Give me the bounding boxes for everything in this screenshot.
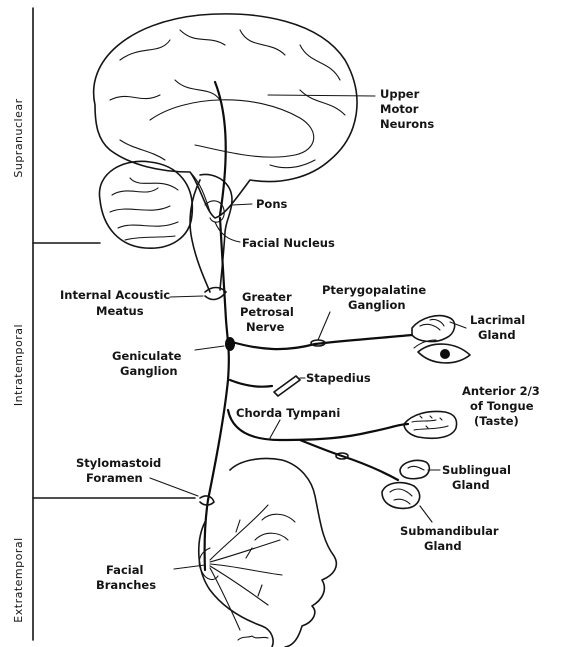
label-chorda-tympani: Chorda Tympani — [236, 406, 340, 420]
label-stapedius: Stapedius — [306, 371, 371, 385]
submandibular-gland — [382, 483, 432, 522]
label-pterygopalatine-2: Ganglion — [348, 298, 406, 312]
section-label-extratemporal: Extratemporal — [12, 537, 25, 622]
label-stylomastoid-1: Stylomastoid — [76, 456, 161, 470]
upper-motor-leader — [268, 95, 375, 96]
stapedius-branch — [230, 380, 272, 387]
greater-petrosal-nerve — [232, 335, 412, 349]
label-greater-petrosal-3: Nerve — [246, 320, 285, 334]
submandibular-branch — [300, 440, 398, 480]
label-geniculate-1: Geniculate — [112, 349, 182, 363]
label-upper-motor-3: Neurons — [380, 117, 434, 131]
section-label-intratemporal: Intratemporal — [12, 324, 25, 406]
label-upper-motor-2: Motor — [380, 102, 419, 116]
brain-illustration — [94, 14, 357, 218]
label-greater-petrosal-2: Petrosal — [240, 305, 294, 319]
face-profile-illustration — [199, 458, 337, 647]
label-greater-petrosal-1: Greater — [242, 290, 292, 304]
eye-illustration — [414, 340, 470, 363]
label-lacrimal-1: Lacrimal — [470, 313, 525, 327]
section-axis — [33, 8, 195, 640]
label-anterior-3: (Taste) — [474, 414, 519, 428]
label-geniculate-2: Ganglion — [120, 364, 178, 378]
label-submandibular-1: Submandibular — [400, 524, 499, 538]
internal-acoustic-meatus-marker — [205, 288, 226, 300]
lacrimal-gland — [412, 316, 466, 342]
cerebellum-illustration — [99, 161, 192, 248]
upper-motor-pathway — [215, 82, 226, 215]
label-submandibular-2: Gland — [424, 539, 462, 553]
label-pterygopalatine-1: Pterygopalatine — [322, 283, 426, 297]
label-sublingual-2: Gland — [452, 478, 490, 492]
label-facial-branches-1: Facial — [106, 563, 143, 577]
label-lacrimal-2: Gland — [478, 328, 516, 342]
facial-nerve-trunk — [205, 218, 229, 570]
label-internal-acoustic-2: Meatus — [96, 304, 144, 318]
facial-nucleus-leader — [215, 222, 240, 242]
label-facial-branches-2: Branches — [96, 578, 156, 592]
label-anterior-1: Anterior 2/3 — [462, 384, 540, 398]
label-internal-acoustic-1: Internal Acoustic — [60, 288, 170, 302]
brainstem-illustration — [190, 174, 232, 292]
label-upper-motor-1: Upper — [380, 87, 420, 101]
label-facial-nucleus: Facial Nucleus — [242, 236, 335, 250]
stapedius-muscle — [274, 376, 300, 396]
label-pons: Pons — [256, 197, 288, 211]
tongue-illustration — [404, 412, 457, 439]
geniculate-ganglion-dot — [225, 337, 235, 351]
label-anterior-2: of Tongue — [470, 399, 534, 413]
facial-branches — [210, 505, 282, 630]
chorda-tympani-leader — [270, 420, 280, 438]
section-label-supranuclear: Supranuclear — [12, 98, 25, 177]
label-stylomastoid-2: Foramen — [86, 471, 143, 485]
pons-leader — [232, 204, 252, 205]
label-sublingual-1: Sublingual — [442, 463, 511, 477]
geniculate-leader — [195, 346, 224, 350]
artist-signature — [238, 636, 268, 640]
